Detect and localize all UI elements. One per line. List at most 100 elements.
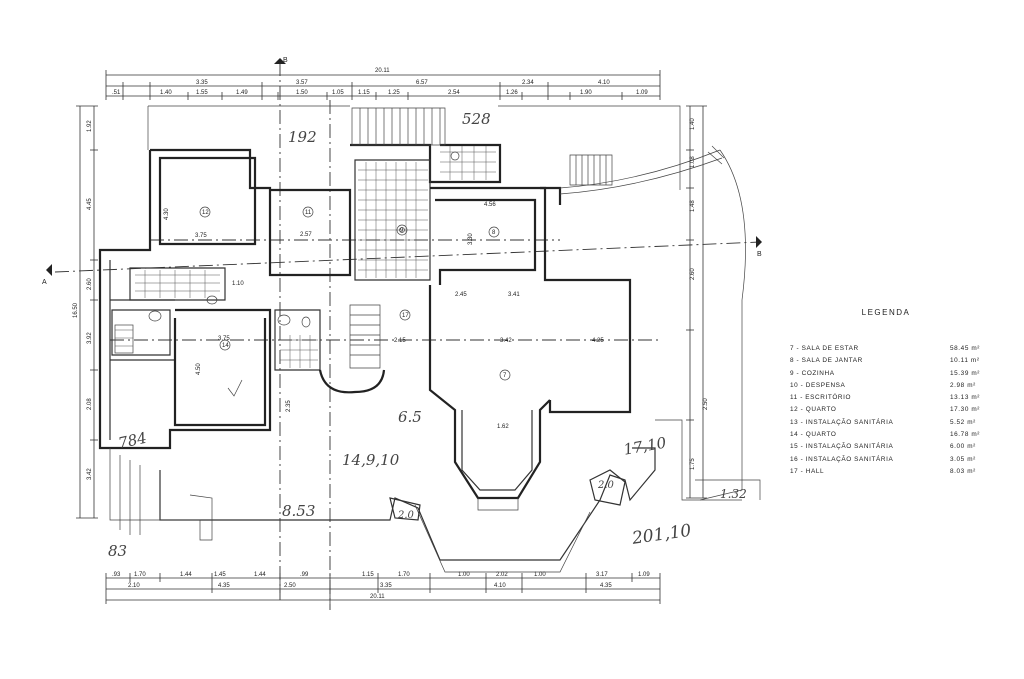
note-853: 8.53 [282, 502, 315, 520]
legend-row: 12 - QUARTO 17.30 m² [790, 404, 990, 416]
legend-area: 2.98 m² [950, 381, 976, 389]
room-dim-12: 2.15 [394, 338, 406, 344]
legend-row: 15 - INSTALAÇÃO SANITÁRIA 6.00 m² [790, 441, 990, 453]
dim-bot-r2-2: 2.50 [284, 583, 296, 589]
note-83: 83 [108, 542, 127, 560]
dim-bot-r1-10: 1.00 [534, 572, 546, 578]
walls [98, 105, 761, 573]
room-dim-2: 2.57 [300, 232, 312, 238]
section-b-arrow-icon [756, 236, 762, 248]
room-dim-8: 4.25 [592, 338, 604, 344]
room-number-17: 17 [402, 313, 409, 319]
room-number-14: 14 [222, 343, 229, 349]
note-20110: 201,10 [630, 521, 693, 549]
legend-area: 17.30 m² [950, 406, 981, 414]
note-784: 784 [117, 429, 149, 453]
room-number-12: 12 [202, 210, 209, 216]
legend-label: 15 - INSTALAÇÃO SANITÁRIA [790, 443, 894, 451]
dim-top-r3-4: 1.50 [296, 90, 308, 96]
dim-bot-r1-1: 1.70 [134, 572, 146, 578]
dim-right-2: 1.48 [690, 200, 696, 212]
dim-top-r2-3: 2.34 [522, 80, 534, 86]
handwritten-notes: 528 192 784 6.5 14,9,10 8.53 83 2.0 2.0 … [108, 110, 747, 560]
dim-right-5: 1.75 [690, 458, 696, 470]
dim-top-r3-11: 1.09 [636, 90, 648, 96]
dim-top-r3-2: 1.55 [196, 90, 208, 96]
pantry-sink-icon [450, 151, 460, 161]
dim-bot-r1-6: 1.15 [362, 572, 374, 578]
section-a-arrow-icon [46, 264, 52, 276]
right-dimension-lines: 1.40 1.08 1.48 2.60 2.50 1.75 [686, 105, 709, 499]
dim-left-2: 2.60 [87, 278, 93, 290]
room-dim-11: 2.35 [286, 400, 292, 412]
legend-area: 58.45 m² [950, 345, 981, 352]
section-b-top-label: B [283, 57, 288, 64]
dim-bot-r1-0: .93 [112, 572, 121, 578]
dim-bot-r1-7: 1.70 [398, 572, 410, 578]
dim-top-r3-10: 1.90 [580, 90, 592, 96]
room-dim-3: 4.56 [484, 202, 496, 208]
legend-label: 17 - HALL [790, 467, 825, 475]
legend-area: 10.11 m² [950, 357, 980, 365]
dim-top-r3-0: .51 [112, 90, 121, 96]
room-dim-4: 3.30 [468, 233, 474, 245]
dim-bot-r1-2: 1.44 [180, 572, 192, 578]
note-192: 192 [288, 128, 317, 146]
dim-left-0: 1.92 [87, 120, 93, 132]
dim-top-r3-1: 1.40 [160, 90, 172, 96]
dim-top-r3-6: 1.15 [358, 90, 370, 96]
room-dim-6: 3.41 [508, 292, 520, 298]
room-number-9: 9 [400, 228, 404, 234]
dim-left-3: 3.92 [87, 332, 93, 344]
room-dimensions: 3.75 4.30 2.57 4.56 3.30 2.45 3.41 3.42 … [164, 202, 604, 430]
dim-left-5: 3.42 [87, 468, 93, 480]
dim-top-r2-1: 3.57 [296, 80, 308, 86]
dim-bot-r2-4: 4.10 [494, 583, 506, 589]
legend-label: 13 - INSTALAÇÃO SANITÁRIA [790, 418, 894, 426]
dim-left-4: 2.08 [87, 398, 93, 410]
dim-top-r3-5: 1.05 [332, 90, 344, 96]
dim-left-total: 16.50 [73, 302, 79, 318]
dim-bot-r1-8: 1.00 [458, 572, 470, 578]
section-b-top-arrow-icon [274, 58, 286, 64]
dim-bot-r2-0: 2.10 [128, 583, 140, 589]
dim-bot-r1-5: .99 [300, 572, 309, 578]
note-20a: 2.0 [397, 510, 415, 521]
room-dim-1: 4.30 [164, 208, 170, 220]
room-dim-9: 3.75 [218, 336, 230, 342]
note-65: 6.5 [398, 408, 422, 426]
legend-label: 16 - INSTALAÇÃO SANITÁRIA [790, 455, 894, 463]
legend-area: 3.05 m² [950, 455, 976, 463]
legend-label: 7 - SALA DE ESTAR [790, 345, 859, 352]
legend-area: 6.00 m² [950, 443, 976, 451]
legend-area: 13.13 m² [950, 394, 981, 402]
dim-right-3: 2.60 [690, 268, 696, 280]
dim-bot-r2-3: 3.35 [380, 583, 392, 589]
dim-top-r3-8: 2.54 [448, 90, 460, 96]
room-dim-0: 3.75 [195, 233, 207, 239]
sink-icon [148, 310, 162, 322]
dim-right-1: 1.08 [690, 156, 696, 168]
legend-row: 7 - SALA DE ESTAR 58.45 m² [790, 343, 990, 355]
legend-area: 16.78 m² [950, 431, 981, 439]
left-dimension-lines: 16.50 1.92 4.45 2.60 3.92 2.08 3.42 [73, 105, 98, 519]
legend-label: 11 - ESCRITÓRIO [790, 394, 852, 402]
legend-label: 9 - COZINHA [790, 369, 835, 377]
legend-label: 12 - QUARTO [790, 406, 837, 414]
top-dimension-lines: 20.11 3.35 3.57 6.57 2.34 4.10 .51 1.40 … [105, 68, 661, 100]
room-number-7: 7 [503, 373, 507, 379]
section-b-label: B [757, 251, 762, 258]
note-1710: 17,10 [622, 433, 668, 458]
check-mark-icon [227, 379, 243, 397]
room-dim-14: 1.10 [232, 281, 244, 287]
dim-top-r2-2: 6.57 [416, 80, 428, 86]
room-number-8: 8 [492, 230, 496, 236]
room-number-11: 11 [305, 210, 312, 216]
legend-area: 5.52 m² [950, 418, 976, 426]
legend-row: 13 - INSTALAÇÃO SANITÁRIA 5.52 m² [790, 417, 990, 429]
